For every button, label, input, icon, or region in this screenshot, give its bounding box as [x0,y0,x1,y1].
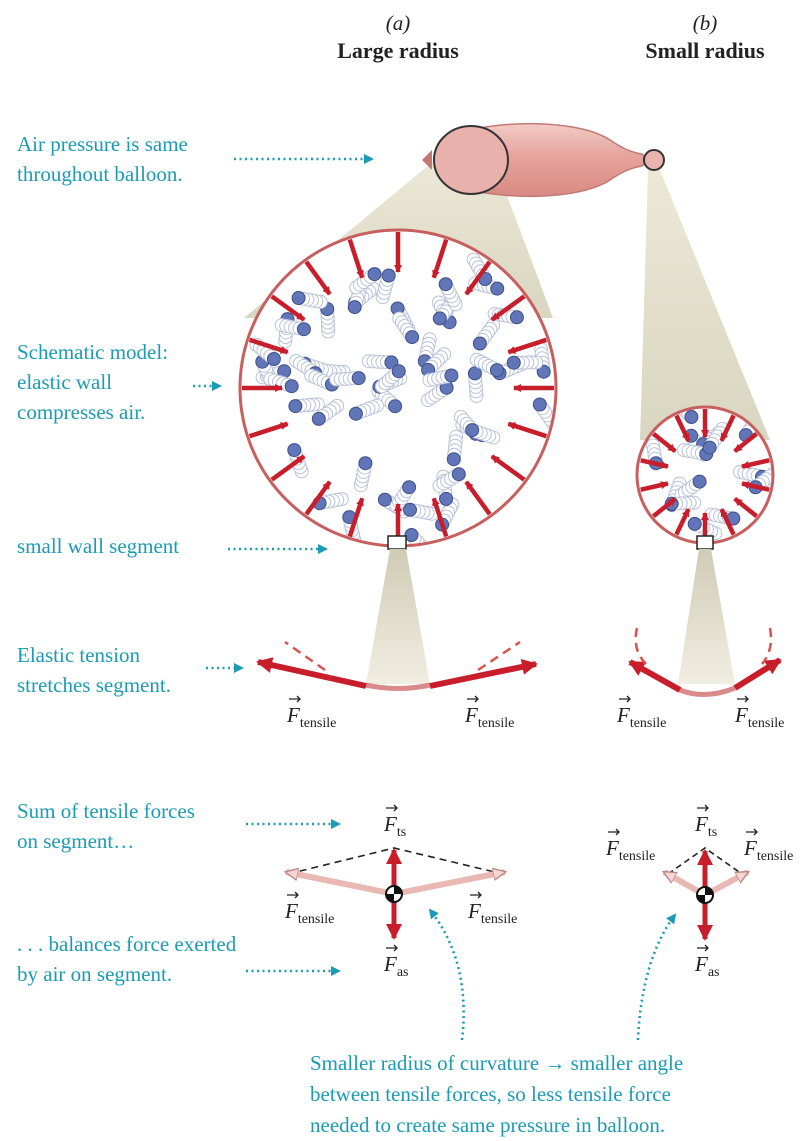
vector-overbars-forces [287,805,757,951]
caption-wall-segment: small wall segment [17,534,179,558]
wall-segment-box-b [697,536,713,549]
label-f-tensile-b-left: Ftensile [616,703,666,731]
balloon-small-zone [644,150,664,170]
magnification-beam-b [640,170,770,440]
air-a-molecule [507,356,543,369]
caption-air-pressure-line2: throughout balloon. [17,162,183,186]
column-a-letter: (a) [386,11,411,35]
caption-sum-tensile-line2: on segment… [17,829,134,853]
label-f-tensile-a-diag-left: Ftensile [284,899,334,927]
tensile-vector-a-left [286,872,394,894]
air-a-molecule [330,372,366,386]
label-f-as-a: Fas [383,952,409,980]
label-f-tensile-b-right: Ftensile [734,703,784,731]
label-f-ts-a: Fts [383,812,406,840]
column-a-title: Large radius [337,38,459,63]
column-b-title: Small radius [645,38,765,63]
force-diagram-b [664,848,748,939]
caption-sum-tensile-line1: Sum of tensile forces [17,799,195,823]
caption-conclusion-line3: needed to create same pressure in balloo… [310,1113,665,1137]
wall-segment-box-a [388,536,406,549]
large-radius-model [240,230,559,558]
label-f-tensile-b-diag-right: Ftensile [743,836,793,864]
label-f-as-b: Fas [694,952,720,980]
caption-schematic-line1: Schematic model: [17,340,168,364]
vector-overbars-segments [289,696,748,702]
tensile-arrow-a-left [258,662,330,678]
caption-conclusion-line2: between tensile forces, so less tensile … [310,1082,671,1106]
tensile-arrow-b-right [735,660,780,688]
caption-air-pressure-line1: Air pressure is same [17,132,188,156]
caption-schematic-line2: elastic wall [17,370,112,394]
caption-elastic-tension-line1: Elastic tension [17,643,141,667]
pointer-conclusion-b [638,915,675,1040]
pointer-conclusion-a [430,910,464,1040]
segment-beam-a [366,549,430,684]
air-a-molecule [468,367,483,403]
label-f-tensile-a-diag-right: Ftensile [467,899,517,927]
label-f-tensile-b-diag-left: Ftensile [605,836,655,864]
tensile-arrow-b-left [630,662,680,690]
label-f-ts-b: Fts [694,812,717,840]
caption-balances-line1: . . . balances force exerted [17,932,237,956]
column-b-letter: (b) [693,11,718,35]
tensile-vector-a-right [394,872,505,894]
air-a-molecule [362,355,398,369]
tensile-labels-segments: Ftensile Ftensile Ftensile Ftensile [286,703,784,731]
balloon [422,124,664,197]
segment-beam-b [678,549,735,684]
caption-schematic-line3: compresses air. [17,400,145,424]
air-a-molecule [447,430,462,465]
balloon-large-zone [434,126,508,194]
label-f-tensile-a-left: Ftensile [286,703,336,731]
label-f-tensile-a-right: Ftensile [464,703,514,731]
caption-conclusion-line1: Smaller radius of curvature → smaller an… [310,1051,683,1075]
caption-balances-line2: by air on segment. [17,962,172,986]
caption-elastic-tension-line2: stretches segment. [17,673,171,697]
